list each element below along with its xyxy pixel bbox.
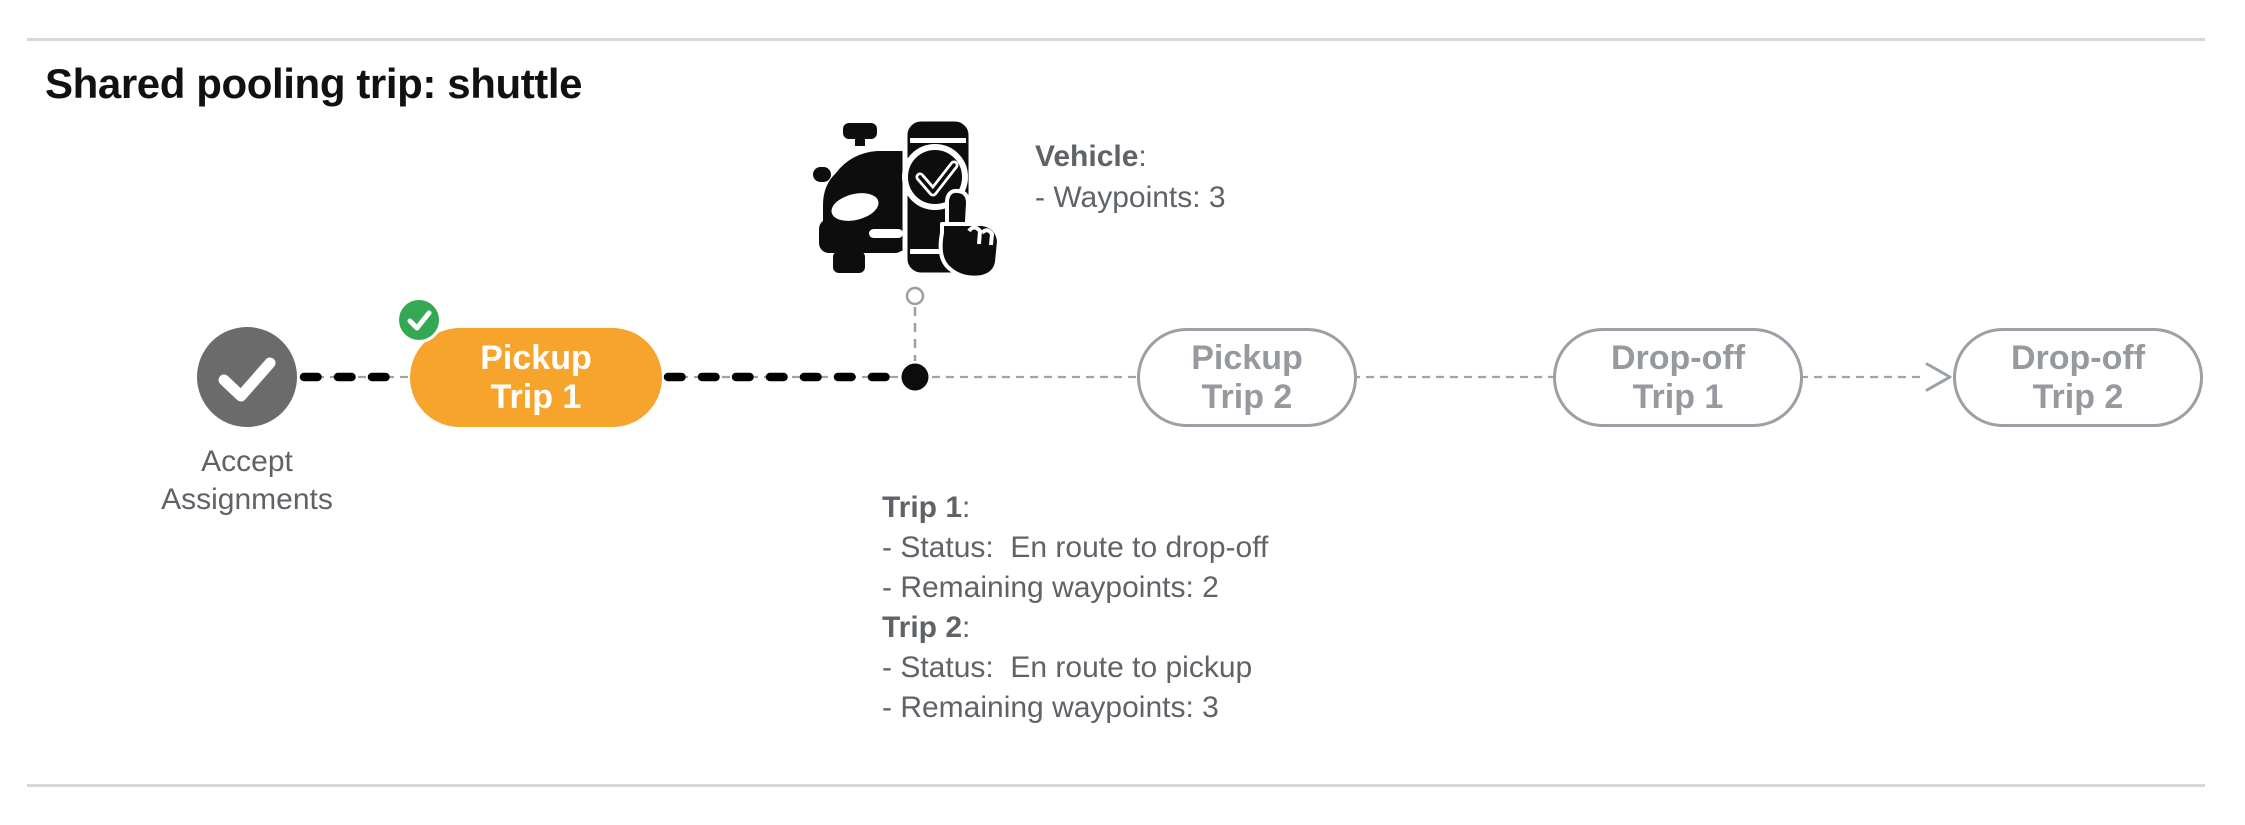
node-pickup-trip-2: Pickup Trip 2 <box>1137 328 1357 427</box>
arrow-right-icon <box>1925 362 1952 392</box>
open-dot-icon <box>905 286 925 306</box>
check-icon <box>407 310 432 331</box>
pill-line2: Trip 2 <box>2032 377 2124 416</box>
trip1-heading-colon: : <box>962 491 971 524</box>
completed-badge <box>396 297 442 343</box>
node-dropoff-trip-2: Drop-off Trip 2 <box>1953 328 2203 427</box>
trip1-heading-bold: Trip 1 <box>882 491 963 524</box>
trip1-remaining: - Remaining waypoints: 2 <box>882 571 1219 604</box>
pill-line1: Drop-off <box>1610 338 1746 377</box>
pill-line1: Pickup <box>480 338 592 377</box>
vehicle-heading-bold: Vehicle <box>1035 140 1139 173</box>
trip2-heading-colon: : <box>962 611 971 644</box>
filled-dot-icon <box>901 363 929 391</box>
trip2-heading: Trip 2: <box>882 608 1268 648</box>
accept-label-line1: Accept <box>201 445 293 478</box>
vehicle-icon <box>813 116 1001 280</box>
accept-assignments-label: Accept Assignments <box>97 443 397 519</box>
pill-line2: Trip 1 <box>490 377 582 416</box>
pill-line1: Pickup <box>1191 338 1303 377</box>
trip2-remaining: - Remaining waypoints: 3 <box>882 691 1219 724</box>
trip1-heading: Trip 1: <box>882 488 1268 528</box>
diagram-title: Shared pooling trip: shuttle <box>45 60 583 107</box>
pill-line2: Trip 2 <box>1201 377 1293 416</box>
node-accept-assignments <box>197 327 297 427</box>
node-dropoff-trip-1: Drop-off Trip 1 <box>1553 328 1803 427</box>
vehicle-info-panel: Vehicle: - Waypoints: 3 <box>1035 136 1226 218</box>
check-icon <box>218 357 276 402</box>
node-pickup-trip-1: Pickup Trip 1 <box>410 328 662 427</box>
accept-label-line2: Assignments <box>161 483 333 516</box>
vehicle-heading-colon: : <box>1138 140 1147 173</box>
bottom-divider <box>27 784 2205 787</box>
trip2-heading-bold: Trip 2 <box>882 611 963 644</box>
trip-status-panel: Trip 1: - Status: En route to drop-off -… <box>882 488 1268 728</box>
trip2-status: - Status: En route to pickup <box>882 651 1253 684</box>
pill-line2: Trip 1 <box>1632 377 1724 416</box>
pill-line1: Drop-off <box>2010 338 2146 377</box>
vehicle-waypoints: - Waypoints: 3 <box>1035 181 1226 214</box>
top-divider <box>27 38 2205 41</box>
vehicle-heading: Vehicle: <box>1035 136 1226 177</box>
trip1-status: - Status: En route to drop-off <box>882 531 1269 564</box>
